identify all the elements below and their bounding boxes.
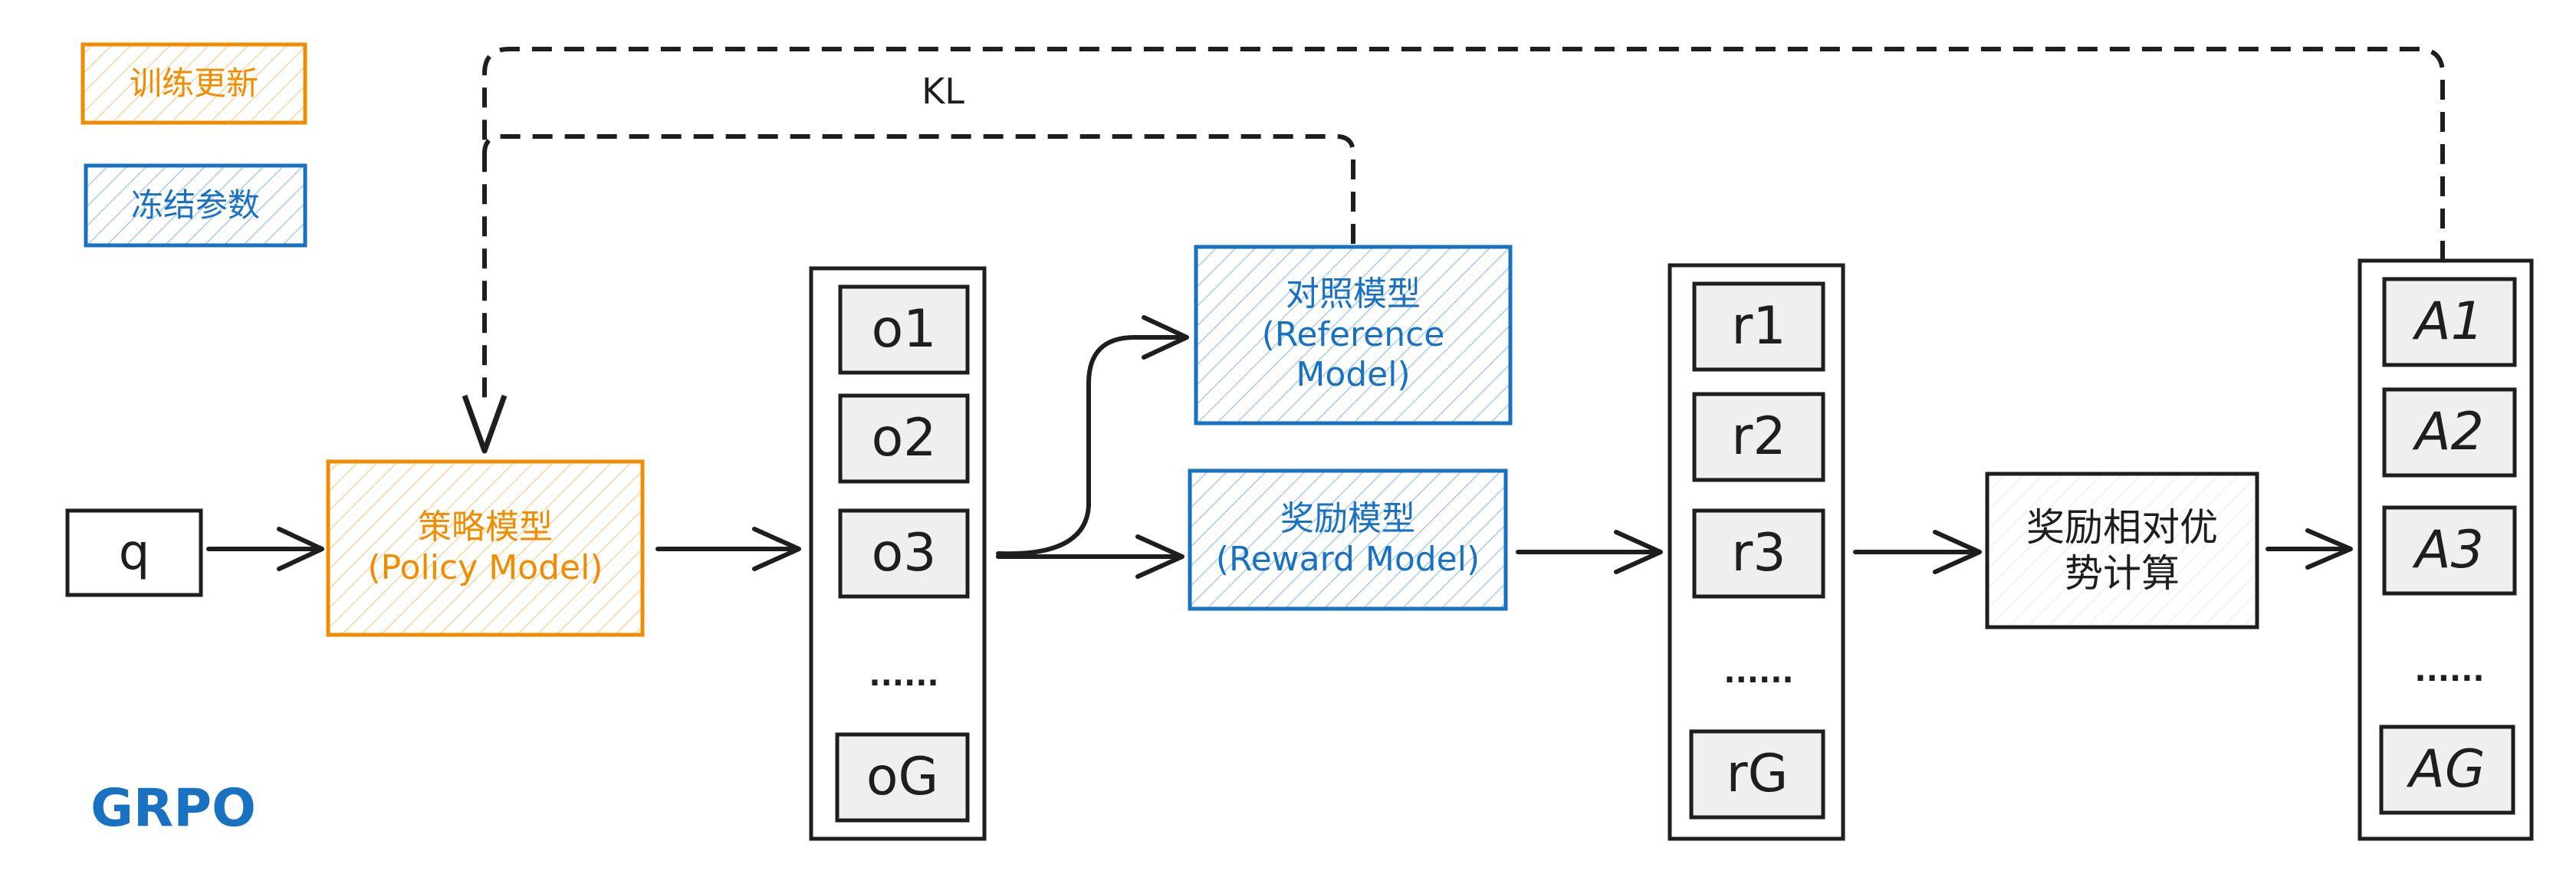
reward-cell-r1 xyxy=(1692,281,1825,372)
reward-cell-r3 xyxy=(1692,508,1825,599)
legend-train-label: 训练更新 xyxy=(129,64,258,102)
output-cell-o3 xyxy=(838,508,970,599)
arrow-rewards-to-advantage-calc xyxy=(1853,530,1982,574)
reward-cell-rG xyxy=(1689,729,1825,820)
arrow-outputs-to-reward xyxy=(996,534,1184,579)
rewards-ellipsis: ...... xyxy=(1723,655,1794,690)
advantage-calc-line2: 势计算 xyxy=(2065,551,2180,596)
reference-model-name-en-1: (Reference xyxy=(1261,314,1445,354)
output-cell-oG xyxy=(835,732,970,823)
output-cell-o2 xyxy=(838,393,970,484)
outputs-ellipsis: ...... xyxy=(869,658,939,693)
policy-model-name: 策略模型 xyxy=(418,508,553,547)
advantage-label: AG xyxy=(2409,739,2486,800)
reward-model-name: 奖励模型 xyxy=(1280,499,1415,539)
policy-model-name-en: (Policy Model) xyxy=(367,548,603,587)
advantage-calc-box xyxy=(1985,472,2259,629)
query-box xyxy=(65,508,203,597)
reference-model-label: 对照模型 (Reference Model) xyxy=(1196,247,1510,423)
query-label: q xyxy=(118,524,150,581)
advantage-calc-line1: 奖励相对优 xyxy=(2026,505,2218,550)
advantage-cell-A2 xyxy=(2382,387,2517,478)
reward-model-name-en: (Reward Model) xyxy=(1215,540,1480,579)
advantage-cell-A3 xyxy=(2382,505,2517,596)
reward-model-box xyxy=(1188,468,1508,611)
advantages-ellipsis: ...... xyxy=(2414,653,2485,688)
arrow-query-to-policy xyxy=(206,527,324,571)
legend-frozen-label: 冻结参数 xyxy=(130,186,260,224)
kl-label: KL xyxy=(922,71,964,113)
output-label: o2 xyxy=(871,408,937,469)
reference-model-name: 对照模型 xyxy=(1286,274,1421,314)
policy-model-box xyxy=(326,459,645,637)
output-label: oG xyxy=(866,747,939,808)
legend-frozen-swatch xyxy=(84,163,307,248)
advantage-feedback-dashed-arrow xyxy=(482,47,2445,399)
feedback-arrowhead xyxy=(462,394,508,454)
arrow-reward-to-rewards xyxy=(1516,530,1663,574)
advantage-label: A1 xyxy=(2415,291,2484,353)
policy-model-label: 策略模型 (Policy Model) xyxy=(328,462,642,635)
reward-label: r1 xyxy=(1731,296,1786,357)
advantage-label: A3 xyxy=(2415,520,2484,581)
arrow-advantage-calc-to-advantages xyxy=(2266,528,2353,570)
reward-label: r3 xyxy=(1731,523,1786,584)
legend-train-swatch xyxy=(80,42,307,125)
advantage-cell-A1 xyxy=(2382,277,2517,367)
kl-dashed-line xyxy=(482,134,1355,244)
advantage-label: A2 xyxy=(2415,402,2484,463)
output-label: o3 xyxy=(871,523,937,584)
output-label: o1 xyxy=(871,299,937,360)
reward-cell-r2 xyxy=(1692,392,1825,482)
algorithm-label: GRPO xyxy=(90,778,256,840)
reward-model-label: 奖励模型 (Reward Model) xyxy=(1190,471,1506,609)
reward-label: rG xyxy=(1726,744,1789,805)
arrow-outputs-to-reference xyxy=(996,315,1189,557)
output-cell-o1 xyxy=(838,284,970,375)
advantage-calc-label: 奖励相对优 势计算 xyxy=(1987,474,2257,627)
reward-label: r2 xyxy=(1731,406,1786,468)
advantage-cell-AG xyxy=(2379,725,2515,815)
reference-model-box xyxy=(1194,245,1513,426)
reference-model-name-en-2: Model) xyxy=(1296,355,1411,395)
arrow-policy-to-outputs xyxy=(656,527,801,571)
